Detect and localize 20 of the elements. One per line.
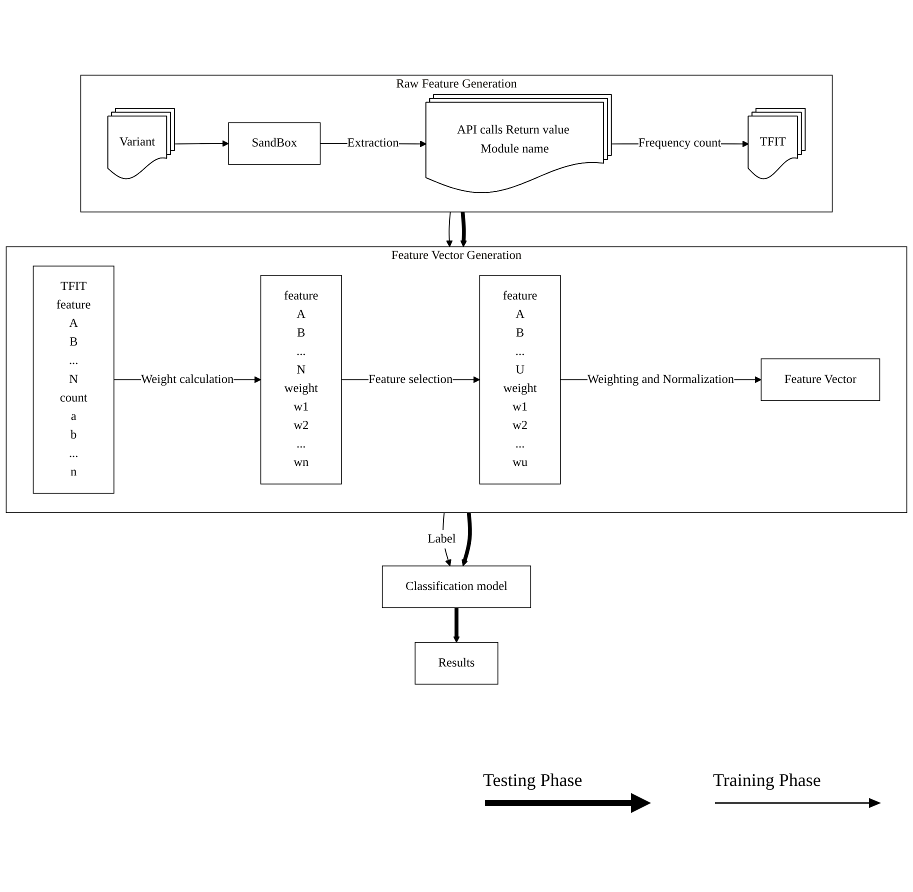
node-box: Feature Vector (760, 358, 880, 402)
edge-label: Frequency count (638, 136, 722, 150)
arrow (174, 140, 229, 148)
arrow (453, 608, 460, 644)
arrow (460, 212, 468, 248)
edge-label: Weight calculation (140, 373, 234, 386)
node-box: Classification model (382, 566, 532, 608)
edge-label: Extraction (347, 136, 399, 150)
arrow (462, 512, 472, 567)
node-box: feature A B ... N weight w1 w2 ... wn (260, 275, 342, 485)
edge-label: Weighting and Normalization (587, 373, 734, 386)
edge-label: Feature selection (368, 373, 453, 386)
node-box: feature A B ... U weight w1 w2 ... wu (479, 275, 561, 485)
arrow (446, 212, 453, 248)
node-box: Results (414, 642, 498, 685)
node-box: SandBox (228, 122, 321, 166)
legend-label: Training Phase (713, 770, 821, 791)
edge-label: Label (428, 532, 456, 546)
node-box: TFIT feature A B ... N count a b ... n (32, 266, 114, 494)
legend-label: Testing Phase (483, 770, 582, 791)
